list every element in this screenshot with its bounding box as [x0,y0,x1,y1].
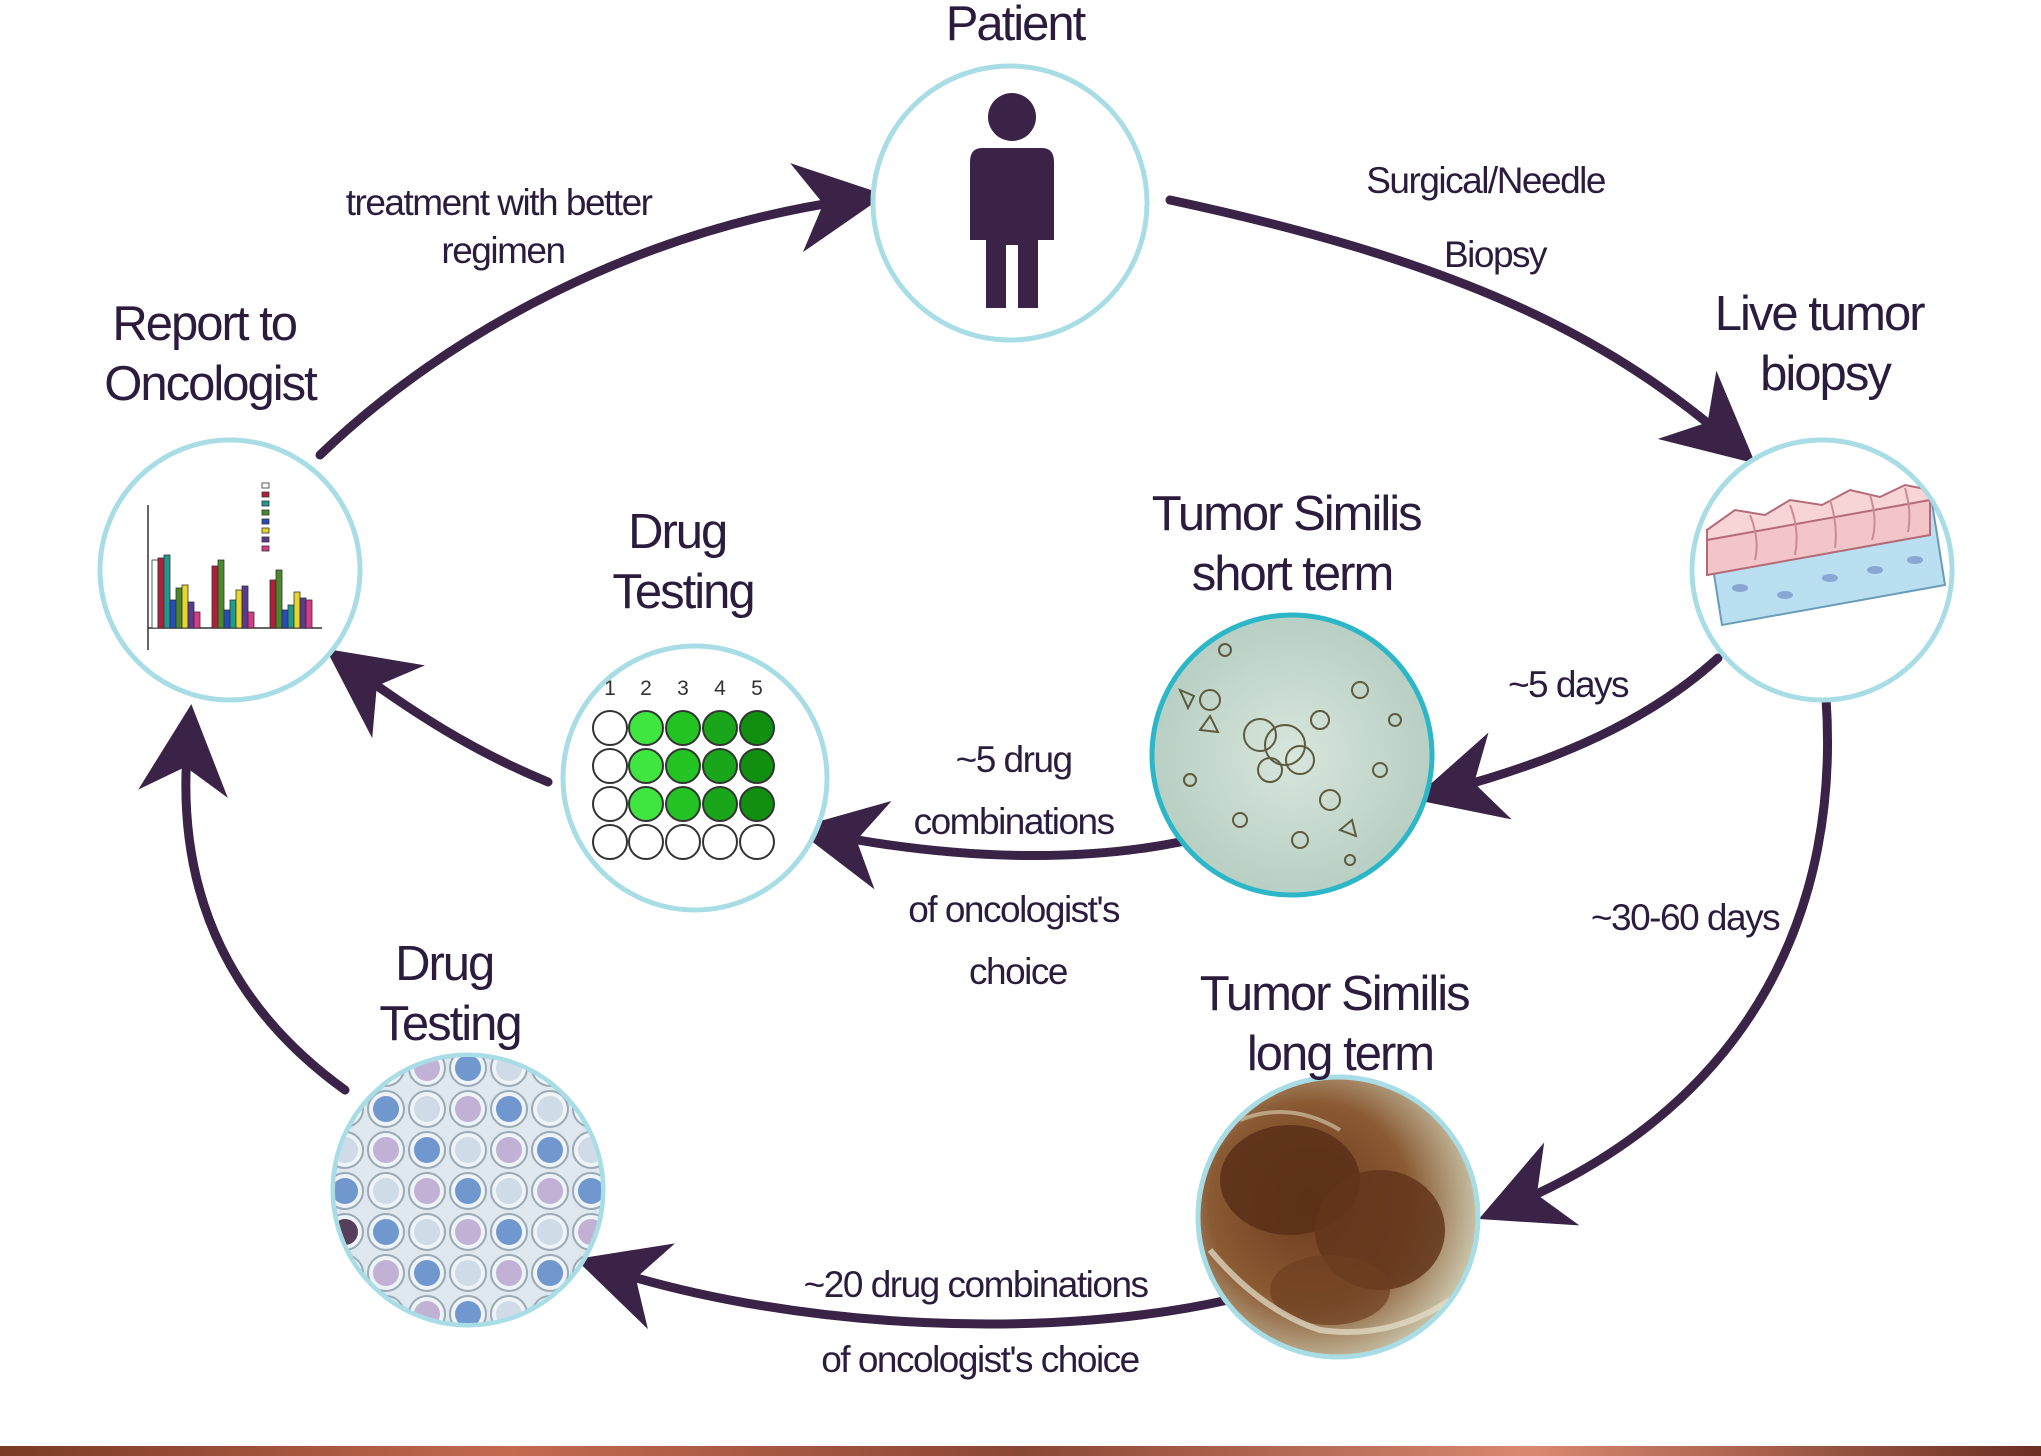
node-long-term: Tumor Similis long term [1195,967,1481,1360]
micrograph-short-icon [1178,643,1402,866]
tissue-icon [1705,483,1947,627]
node-short-term: Tumor Similis short term [1149,487,1435,898]
arrow-biopsy-to-long-term [1478,693,1833,1226]
well-col-3: 3 [677,677,689,700]
arrow-long-term-to-photo [575,1243,1233,1330]
well-photo-icon [335,1057,601,1323]
node-live-biopsy: Live tumor biopsy [1689,287,1955,703]
node-drug-testing-plate: 1 2 3 4 5 Drug Testing [560,505,830,913]
bar-chart-icon [147,482,322,650]
label-report: Report to Oncologist [104,297,318,411]
edge-label-thirty-sixty-days: ~30-60 days [1591,897,1780,938]
label-live-biopsy: Live tumor biopsy [1715,287,1935,401]
arrows [138,163,1833,1330]
edge-label-five-drug: ~5 drug combinations of oncologist's cho… [908,739,1128,992]
well-col-1: 1 [604,677,616,700]
label-drug-testing-photo: Drug Testing [379,937,520,1051]
node-patient: Patient [870,0,1150,343]
well-col-4: 4 [714,677,726,700]
well-col-5: 5 [751,677,763,700]
edge-label-treatment: treatment with better regimen [346,182,661,271]
label-short-term: Tumor Similis short term [1152,487,1433,601]
well-col-2: 2 [640,677,652,700]
node-report: Report to Oncologist [97,297,363,703]
well-plate-icon: 1 2 3 4 5 [592,677,775,860]
bottom-color-band [0,1446,2041,1456]
label-long-term: Tumor Similis long term [1200,967,1481,1081]
arrow-plate-to-report [325,648,553,787]
label-patient: Patient [946,0,1087,51]
arrow-patient-to-biopsy [1165,195,1756,464]
edge-label-twenty-drug: ~20 drug combinations of oncologist's ch… [804,1264,1157,1380]
edge-label-biopsy: Surgical/Needle Biopsy [1366,160,1614,275]
arrow-photo-to-report [138,704,350,1095]
arrow-biopsy-to-short-term [1413,653,1723,820]
arrow-short-term-to-plate [794,800,1185,890]
arrow-report-to-patient [315,163,886,460]
label-drug-testing-plate: Drug Testing [612,505,753,619]
edge-label-five-days: ~5 days [1508,664,1629,705]
micrograph-long-icon [1207,1110,1452,1335]
person-icon [970,93,1054,308]
node-drug-testing-photo: Drug Testing [330,937,606,1328]
